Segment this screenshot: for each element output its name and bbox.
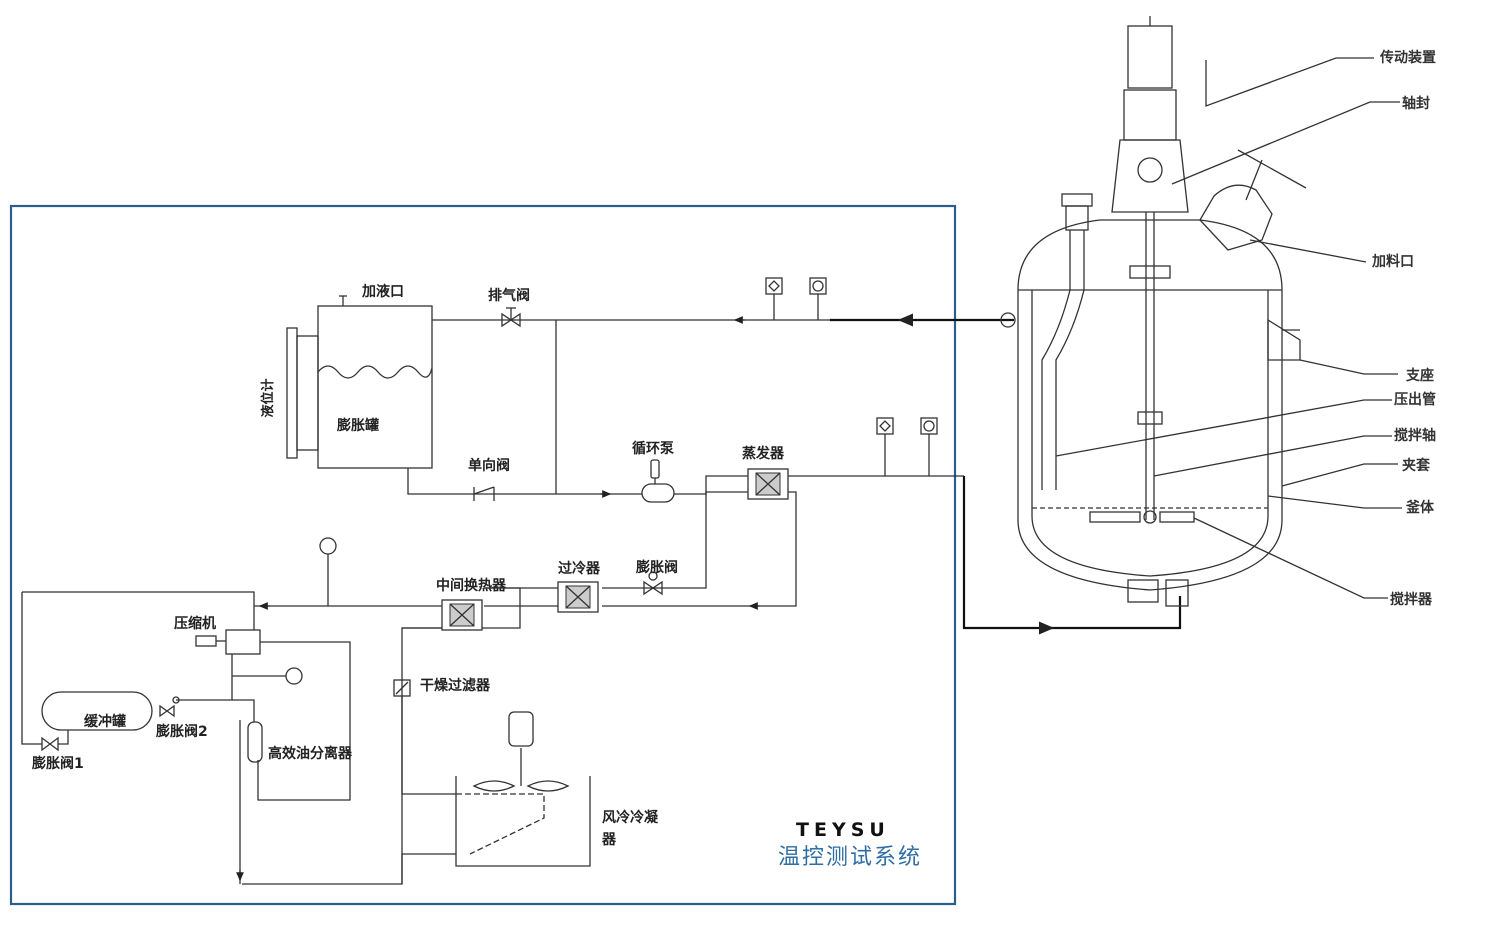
agitator-blade [1089,510,1195,524]
leader-drive [1205,57,1374,107]
leader-agitator [1193,517,1388,599]
discharge-pipe-label: 压出管 [1394,391,1436,408]
expansion-tank-label: 膨胀罐 [337,417,379,434]
expansion-valve [643,571,663,596]
expansion-valve-1 [41,736,59,752]
circulation-pump-label: 循环泵 [632,440,674,457]
agitator-shaft-label: 搅拌轴 [1394,427,1436,444]
support-label: 支座 [1405,367,1434,384]
inlet-nozzle [1000,312,1016,328]
level-gauge-label: 液位计 [260,378,276,417]
check-valve [473,486,495,501]
feed-port-label: 加料口 [1371,253,1414,270]
check-valve-label: 单向阀 [468,457,510,474]
evaporator-label: 蒸发器 [742,445,785,462]
leader-vessel-body [1267,495,1402,509]
pressure-gauge-icon [876,417,894,476]
expansion-valve-label: 膨胀阀 [636,559,678,576]
compressor [195,629,261,655]
vent-valve-label: 排气阀 [488,287,530,304]
compressor-label: 压缩机 [174,615,216,632]
oil-separator-label: 高效油分离器 [268,745,353,762]
brand-subtitle: 温控测试系统 [778,845,922,870]
agitator-shaft [1129,212,1171,520]
vent-valve [501,307,521,328]
discharge-pipe [1041,193,1093,490]
agitator-label: 搅拌器 [1390,591,1433,608]
evaporator [747,468,789,500]
gauge-icon [319,537,337,606]
leader-discharge [1055,399,1392,457]
intermediate-heat-exchanger [441,599,483,631]
expansion-valve-1-label: 膨胀阀1 [32,755,84,772]
buffer-tank-label: 缓冲罐 [84,713,126,730]
jacket-label: 夹套 [1402,457,1430,474]
air-cooled-condenser [455,711,591,867]
temperature-gauge-icon [809,277,827,320]
subcooler [557,581,599,613]
temperature-gauge-icon [920,417,938,476]
leader-agitator-shaft [1153,435,1392,477]
expansion-tank [317,295,433,469]
intermediate-hx-label: 中间换热器 [436,577,507,594]
leader-support [1299,359,1398,375]
expansion-valve-2 [159,696,180,718]
level-gauge [286,327,319,459]
oil-separator [247,721,263,763]
leader-feed-port [1249,239,1367,263]
reactor-vessel [1017,219,1301,591]
dryer-filter-label: 干燥过滤器 [420,677,491,694]
system-boundary [9,204,957,906]
leader-shaft-seal [1171,101,1400,185]
drive-unit [1111,16,1189,213]
drive-label: 传动装置 [1379,49,1436,66]
circulation-pump [641,459,675,503]
expansion-valve-2-label: 膨胀阀2 [156,723,208,740]
feed-port [1199,149,1307,251]
pressure-gauge-icon [765,277,783,320]
buffer-tank [41,691,153,731]
fill-port-label: 加液口 [361,283,404,300]
air-condenser-label-2: 器 [601,832,617,848]
air-condenser-label-1: 风冷冷凝 [602,809,659,826]
vessel-body-label: 釜体 [1405,499,1435,516]
subcooler-label: 过冷器 [558,560,601,577]
brand-logo: TEYSU [796,819,890,841]
bottom-outlet [1127,579,1189,607]
shaft-seal-label: 轴封 [1402,95,1430,112]
leader-jacket [1281,463,1398,487]
